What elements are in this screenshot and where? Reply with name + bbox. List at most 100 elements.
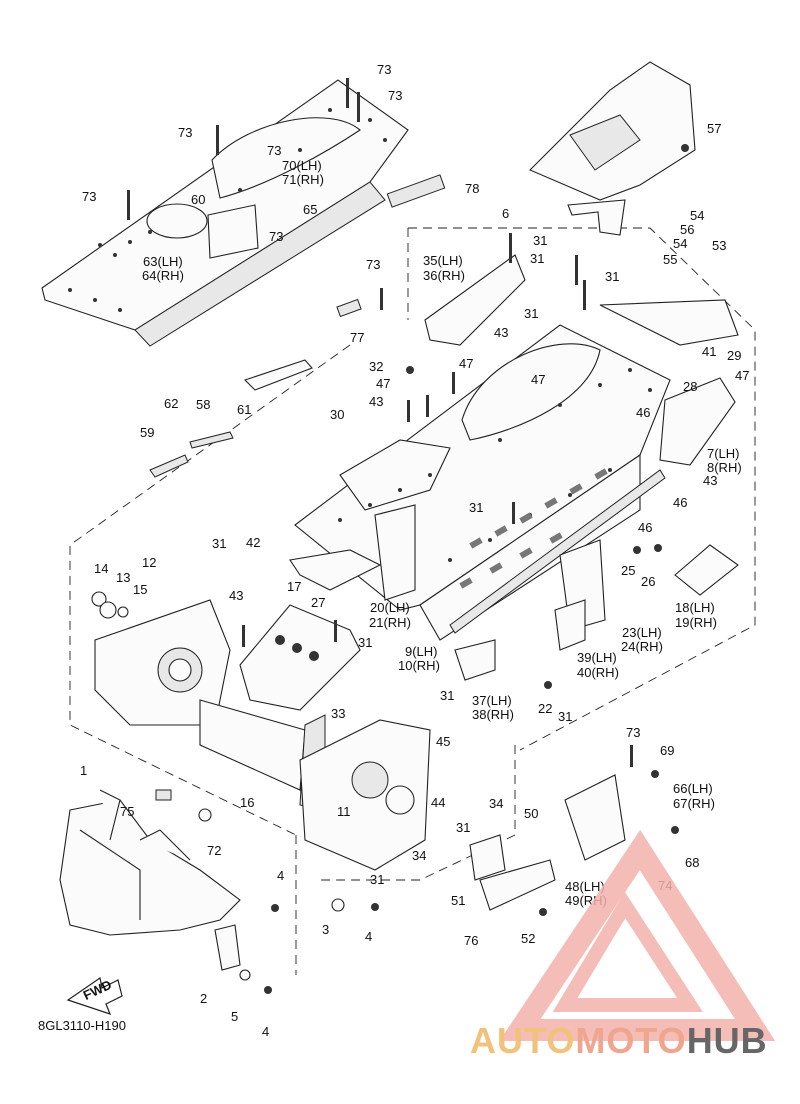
callout-c47c: 47 — [531, 372, 545, 387]
callout-c4a: 4 — [277, 868, 284, 883]
callout-c47b: 47 — [376, 376, 390, 391]
callout-c74: 74 — [658, 878, 672, 893]
callout-c24: 24(RH) — [621, 639, 663, 654]
catalog-code: 8GL3110-H190 — [38, 1018, 126, 1033]
callout-c35: 35(LH) — [423, 253, 463, 268]
callout-c31a: 31 — [533, 233, 547, 248]
callout-c65: 65 — [303, 202, 317, 217]
callout-c57: 57 — [707, 121, 721, 136]
callout-c54a: 54 — [690, 208, 704, 223]
callout-c31d: 31 — [524, 306, 538, 321]
front-frame — [59, 789, 345, 981]
callout-c69: 69 — [660, 743, 674, 758]
callout-c52: 52 — [521, 931, 535, 946]
callout-c75: 75 — [120, 804, 134, 819]
callout-c28: 28 — [683, 379, 697, 394]
callout-c29: 29 — [727, 348, 741, 363]
callout-c43a: 43 — [494, 325, 508, 340]
callout-c73c: 73 — [178, 125, 192, 140]
callout-c25: 25 — [621, 563, 635, 578]
callout-c31b: 31 — [530, 251, 544, 266]
callout-c12: 12 — [142, 555, 156, 570]
callout-c63: 63(LH) — [143, 254, 183, 269]
callout-c20: 20(LH) — [370, 600, 410, 615]
callout-c31j: 31 — [456, 820, 470, 835]
callout-c33: 33 — [331, 706, 345, 721]
callout-c73f: 73 — [269, 229, 283, 244]
callout-c50: 50 — [524, 806, 538, 821]
callout-c31f: 31 — [358, 635, 372, 650]
callout-c45: 45 — [436, 734, 450, 749]
callout-c27: 27 — [311, 595, 325, 610]
callout-c23: 23(LH) — [622, 625, 662, 640]
callout-c15: 15 — [133, 582, 147, 597]
callout-c31g: 31 — [469, 500, 483, 515]
callout-c72: 72 — [207, 843, 221, 858]
callout-c8: 8(RH) — [707, 460, 742, 475]
callout-c11: 11 — [337, 804, 351, 819]
callout-c51: 51 — [451, 893, 465, 908]
callout-c31c: 31 — [605, 269, 619, 284]
callout-c68: 68 — [685, 855, 699, 870]
callout-c43b: 43 — [369, 394, 383, 409]
callout-c56: 56 — [680, 222, 694, 237]
callout-c61: 61 — [237, 402, 251, 417]
callout-c47a: 47 — [459, 356, 473, 371]
callout-c26: 26 — [641, 574, 655, 589]
callout-c78: 78 — [465, 181, 479, 196]
callout-c18: 18(LH) — [675, 600, 715, 615]
side-rails — [374, 254, 739, 681]
callout-c32: 32 — [369, 359, 383, 374]
callout-c17: 17 — [287, 579, 301, 594]
callout-c66: 66(LH) — [673, 781, 713, 796]
callout-labels: 123444567(LH)8(RH)9(LH)10(RH)11121314151… — [80, 62, 749, 1039]
callout-c55: 55 — [663, 252, 677, 267]
callout-c38: 38(RH) — [472, 707, 514, 722]
callout-c37: 37(LH) — [472, 693, 512, 708]
callout-c73h: 73 — [626, 725, 640, 740]
callout-c22: 22 — [538, 701, 552, 716]
front-bulkhead — [91, 359, 626, 911]
rear-tunnel — [41, 79, 446, 347]
callout-c44: 44 — [431, 795, 445, 810]
callout-c48: 48(LH) — [565, 879, 605, 894]
callout-c31h: 31 — [440, 688, 454, 703]
callout-c76: 76 — [464, 933, 478, 948]
callout-c10: 10(RH) — [398, 658, 440, 673]
callout-c16: 16 — [240, 795, 254, 810]
callout-c40: 40(RH) — [577, 665, 619, 680]
callout-c14: 14 — [94, 561, 108, 576]
fwd-arrow-icon: FWD — [66, 977, 123, 1015]
callout-c31e: 31 — [212, 536, 226, 551]
callout-c6: 6 — [502, 206, 509, 221]
callout-c34b: 34 — [412, 848, 426, 863]
callout-c34a: 34 — [489, 796, 503, 811]
callout-c7: 7(LH) — [707, 446, 740, 461]
callout-c60: 60 — [191, 192, 205, 207]
callout-c43d: 43 — [703, 473, 717, 488]
callout-c62: 62 — [164, 396, 178, 411]
callout-c2: 2 — [200, 991, 207, 1006]
callout-c73a: 73 — [377, 62, 391, 77]
callout-c1: 1 — [80, 763, 87, 778]
callout-c36: 36(RH) — [423, 268, 465, 283]
callout-c59: 59 — [140, 425, 154, 440]
callout-c30: 30 — [330, 407, 344, 422]
callout-c9: 9(LH) — [405, 644, 438, 659]
callout-c53: 53 — [712, 238, 726, 253]
callout-c77: 77 — [350, 330, 364, 345]
assembly-boundaries — [69, 227, 756, 975]
fasteners — [127, 78, 689, 994]
callout-c73b: 73 — [388, 88, 402, 103]
callout-c67: 67(RH) — [673, 796, 715, 811]
callout-c41: 41 — [702, 344, 716, 359]
callout-c54b: 54 — [673, 236, 687, 251]
callout-c46b: 46 — [673, 495, 687, 510]
callout-c31k: 31 — [370, 872, 384, 887]
callout-c3: 3 — [322, 922, 329, 937]
callout-c58: 58 — [196, 397, 210, 412]
callout-c31i: 31 — [558, 709, 572, 724]
callout-c19: 19(RH) — [675, 615, 717, 630]
callout-c46c: 46 — [638, 520, 652, 535]
